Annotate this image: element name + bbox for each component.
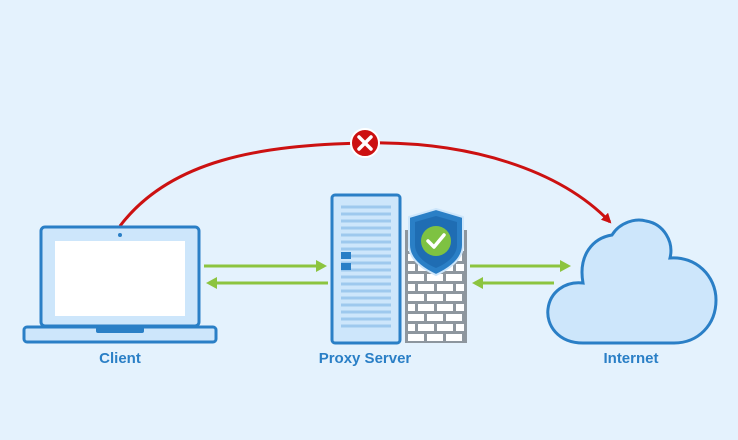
arrow-proxy-to-internet	[470, 260, 571, 272]
brick	[408, 334, 424, 341]
blocked-direct-connection	[118, 128, 612, 227]
brick	[427, 334, 443, 341]
brick	[408, 324, 415, 331]
brick	[437, 304, 453, 311]
brick	[446, 274, 462, 281]
shield-check-icon	[408, 207, 464, 277]
brick	[408, 264, 415, 271]
arrow-internet-to-proxy	[472, 277, 554, 289]
client-proxy-arrows	[204, 260, 328, 289]
brick	[408, 304, 415, 311]
brick	[427, 314, 443, 321]
brick	[418, 284, 434, 291]
brick	[427, 274, 443, 281]
arrow-proxy-to-client	[206, 277, 328, 289]
cloud-icon	[546, 218, 718, 345]
internet-label: Internet	[603, 350, 659, 367]
x-circle-icon	[350, 128, 380, 158]
server-icon	[330, 193, 402, 345]
brick	[446, 314, 462, 321]
laptop-icon	[22, 225, 218, 344]
brick	[456, 264, 464, 271]
brick	[446, 334, 462, 341]
brick	[408, 314, 424, 321]
brick	[446, 294, 462, 301]
brick	[418, 304, 434, 311]
brick	[418, 324, 434, 331]
brick	[456, 284, 464, 291]
arrow-client-to-proxy	[204, 260, 327, 272]
brick	[456, 304, 464, 311]
brick	[408, 294, 424, 301]
proxy-server-label: Proxy Server	[318, 350, 412, 367]
brick	[427, 294, 443, 301]
brick	[456, 324, 464, 331]
brick	[408, 284, 415, 291]
brick	[437, 284, 453, 291]
client-label: Client	[99, 350, 141, 367]
brick	[437, 324, 453, 331]
brick	[408, 274, 424, 281]
proxy-internet-arrows	[470, 260, 571, 289]
